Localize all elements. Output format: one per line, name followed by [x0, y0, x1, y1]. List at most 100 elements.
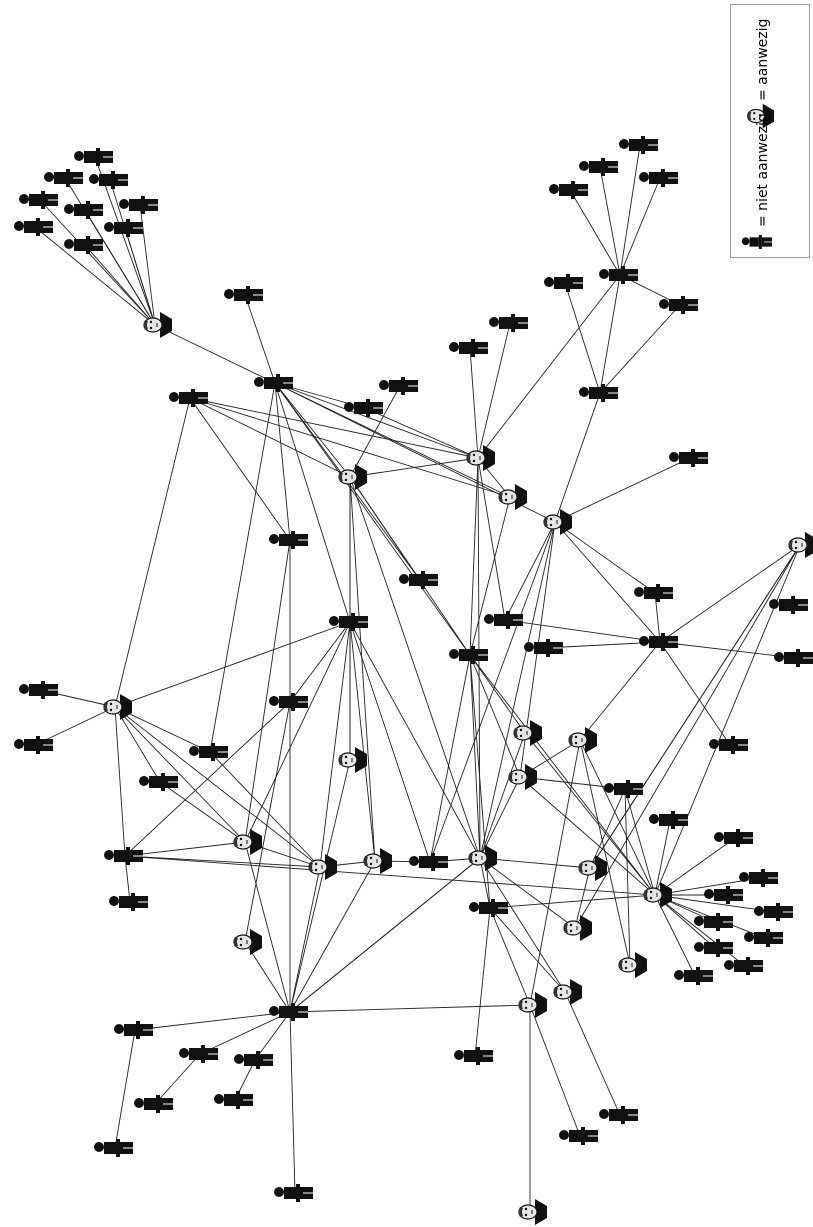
edge	[529, 739, 581, 1006]
edge	[589, 544, 801, 869]
absent-person-icon	[693, 912, 734, 932]
edge	[124, 841, 246, 857]
edge	[124, 855, 321, 868]
edge	[477, 322, 511, 459]
absent-person-icon	[213, 1090, 254, 1110]
absent-person-icon	[703, 885, 744, 905]
edge	[154, 324, 276, 384]
edge	[209, 751, 321, 868]
edge	[489, 907, 531, 1006]
legend: = aanwezig = niet aanwezig	[730, 4, 810, 258]
edge	[154, 1053, 201, 1105]
edge	[244, 294, 276, 384]
edge	[469, 496, 511, 656]
present-person-icon	[517, 991, 548, 1019]
absent-person-icon	[273, 1183, 314, 1203]
edge	[654, 819, 671, 896]
edge	[659, 641, 731, 746]
absent-person-icon	[13, 735, 54, 755]
edge	[579, 739, 631, 966]
edge	[189, 397, 291, 541]
absent-person-icon	[668, 448, 709, 468]
present-person-icon	[787, 531, 813, 559]
edge	[349, 385, 401, 478]
edge	[479, 732, 526, 859]
edge	[274, 382, 351, 478]
edges	[34, 144, 801, 1212]
edge	[579, 739, 656, 896]
edge	[469, 654, 481, 859]
edge	[619, 177, 661, 276]
edge	[114, 706, 161, 783]
absent-person-icon	[558, 1126, 599, 1146]
edge	[469, 654, 656, 896]
edge	[529, 1004, 581, 1137]
edge	[289, 759, 351, 1013]
nodes	[13, 135, 813, 1226]
present-person-icon	[517, 1198, 548, 1226]
edge	[114, 397, 191, 708]
absent-person-icon	[328, 612, 369, 632]
absent-person-icon	[768, 595, 809, 615]
edge	[599, 274, 621, 394]
absent-person-icon	[723, 956, 764, 976]
edge	[519, 776, 656, 896]
edge	[84, 209, 156, 326]
edge	[564, 282, 601, 394]
legend-label-absent: = niet aanwezig	[755, 113, 771, 227]
edge	[429, 654, 471, 863]
edge	[479, 776, 521, 859]
edge	[659, 544, 801, 643]
edge	[124, 227, 156, 326]
edge	[289, 866, 321, 1013]
absent-person-icon	[638, 632, 679, 652]
absent-person-icon	[548, 180, 589, 200]
edge	[469, 654, 526, 734]
edge	[289, 857, 481, 1013]
edge	[349, 621, 376, 862]
edge	[349, 457, 479, 478]
edge	[489, 894, 656, 909]
edge	[349, 476, 481, 859]
edge	[114, 706, 126, 857]
present-person-icon	[362, 847, 393, 875]
absent-person-icon	[103, 218, 144, 238]
legend-item-present: = aanwezig	[731, 5, 811, 131]
absent-person-icon	[63, 200, 104, 220]
edge	[654, 837, 736, 896]
edge	[134, 1011, 291, 1031]
edge	[34, 706, 116, 746]
absent-person-icon	[398, 570, 439, 590]
absent-person-icon	[138, 772, 179, 792]
silhouette-icon	[741, 234, 773, 250]
absent-person-icon	[18, 190, 59, 210]
absent-person-icon	[18, 680, 59, 700]
edge	[289, 1004, 531, 1013]
absent-person-icon	[103, 846, 144, 866]
edge	[554, 392, 601, 523]
legend-label-present: = aanwezig	[755, 18, 771, 101]
edge	[504, 521, 556, 621]
present-person-icon	[512, 719, 543, 747]
edge	[319, 621, 351, 868]
absent-person-icon	[343, 398, 384, 418]
edge	[659, 641, 796, 659]
absent-person-icon	[658, 295, 699, 315]
absent-person-icon	[378, 376, 419, 396]
absent-person-icon	[13, 217, 54, 237]
edge	[469, 654, 491, 909]
present-person-icon	[617, 951, 648, 979]
absent-person-icon	[118, 195, 159, 215]
edge	[654, 894, 696, 977]
edge	[114, 706, 246, 843]
absent-person-icon	[673, 966, 714, 986]
absent-person-icon	[88, 170, 129, 190]
edge	[114, 706, 211, 753]
edge	[34, 226, 156, 326]
absent-person-icon	[453, 1046, 494, 1066]
edge	[554, 521, 656, 594]
absent-person-icon	[268, 530, 309, 550]
edge	[474, 907, 491, 1057]
edge	[274, 382, 291, 541]
edge	[114, 1029, 136, 1149]
